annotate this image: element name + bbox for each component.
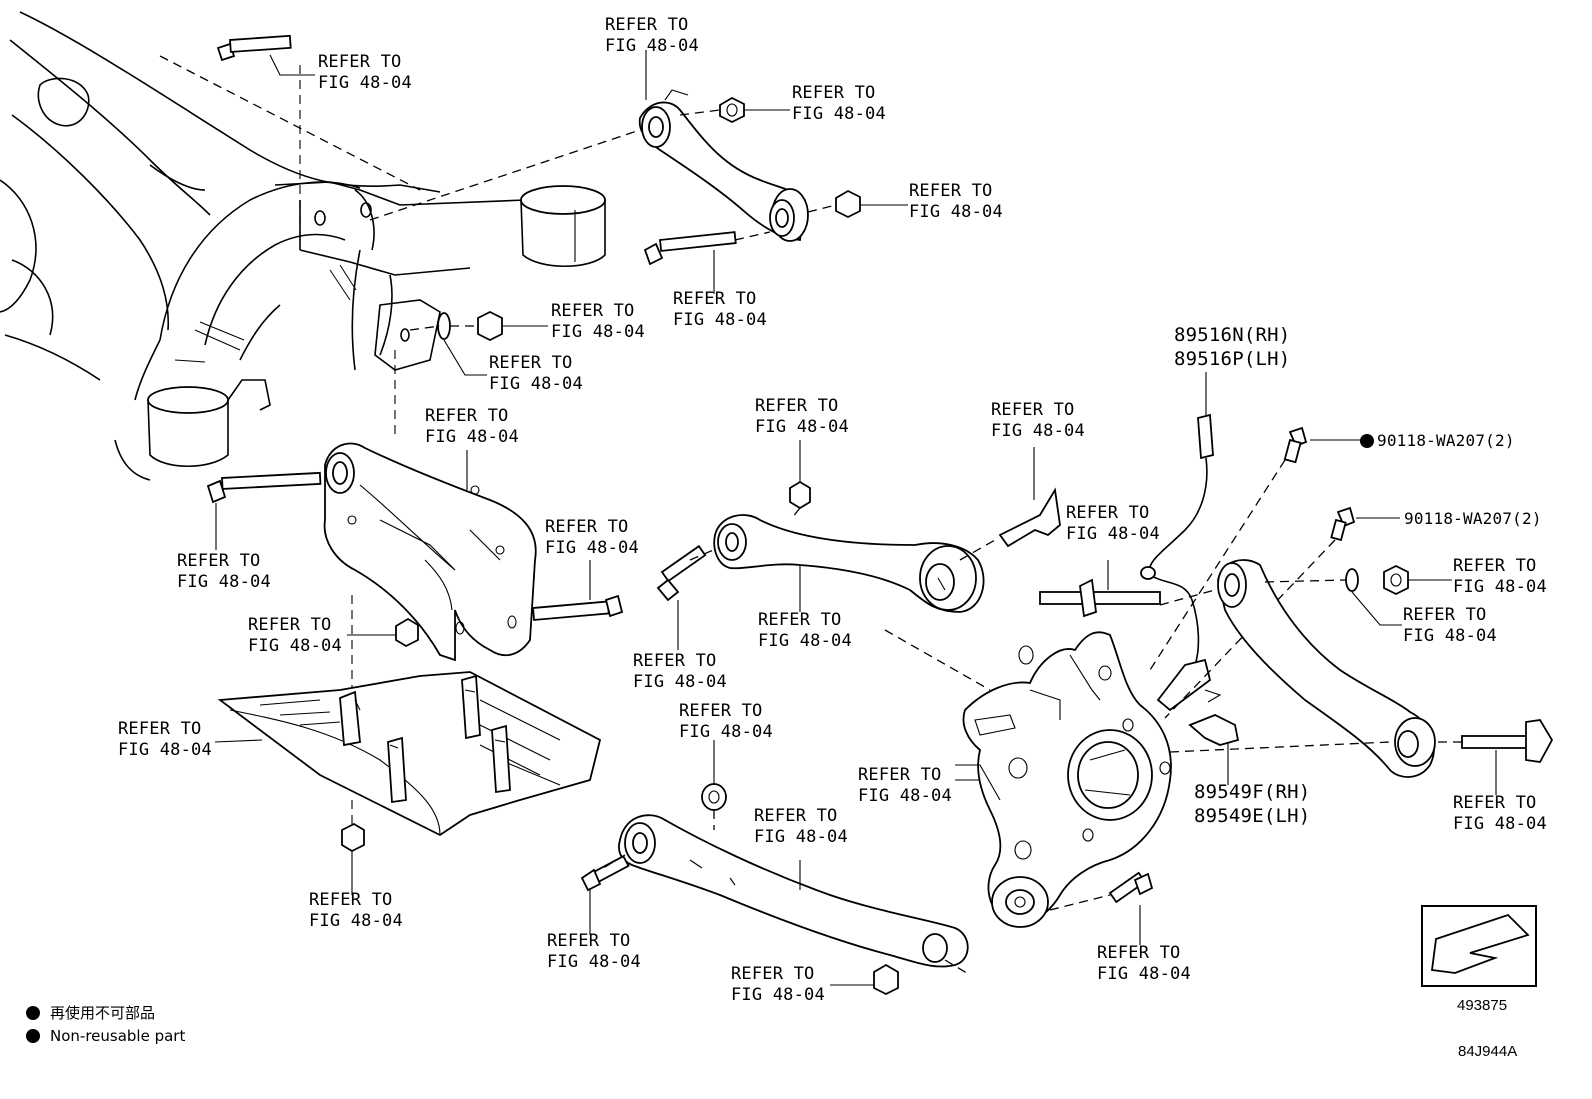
lower-mount-bracket — [206, 442, 624, 690]
front-direction-arrow — [1430, 913, 1530, 974]
illustration-id: 84J944A — [1458, 1043, 1518, 1060]
camber-arm — [1159, 559, 1554, 795]
upper-member-bolt — [159, 34, 421, 240]
toe-control-arm — [656, 440, 1061, 691]
non-reusable-dot-icon — [26, 1029, 40, 1043]
legend-text-jp: 再使用不可部品 — [50, 1004, 156, 1022]
legend-text-en: Non-reusable part — [50, 1027, 186, 1045]
speed-sensor — [1140, 372, 1400, 785]
rear-axle-carrier — [955, 560, 1172, 945]
legend-row-en: Non-reusable part — [26, 1027, 185, 1045]
suspension-member — [0, 11, 606, 481]
part-number-bolt-second: 90118-WA207(2) — [1404, 509, 1542, 528]
upper-control-arm — [369, 50, 908, 294]
lower-control-arm — [580, 740, 971, 996]
legend-row-jp: 再使用不可部品 — [26, 1002, 155, 1023]
figure-number: 493875 — [1457, 997, 1508, 1014]
part-number-bolt-top: 90118-WA207(2) — [1360, 430, 1515, 451]
non-reusable-mark-icon — [1360, 433, 1374, 448]
front-arrow-frame — [1421, 905, 1537, 987]
non-reusable-dot-icon — [26, 1005, 40, 1020]
member-bracket-fasteners — [394, 310, 548, 440]
under-cover — [214, 671, 602, 895]
part-number-speed-sensor: 89516N(RH)89516P(LH) — [1174, 324, 1291, 370]
part-number-sensor-bracket: 89549F(RH)89549E(LH) — [1194, 781, 1311, 827]
